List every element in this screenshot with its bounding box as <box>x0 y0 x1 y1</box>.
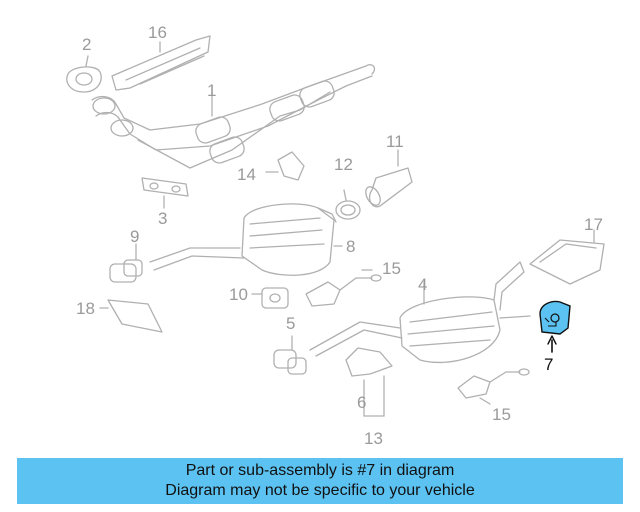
part-1-front-pipe <box>91 64 376 169</box>
part-18-heat-shield <box>99 299 163 333</box>
info-banner: Part or sub-assembly is #7 in diagram Di… <box>17 458 623 504</box>
callout-18: 18 <box>76 299 95 318</box>
callout-4: 4 <box>418 275 428 294</box>
callout-13: 13 <box>364 429 383 448</box>
callout-10: 10 <box>229 285 248 304</box>
part-6-bracket <box>345 347 393 417</box>
exhaust-parts-diagram: 2 16 1 11 14 12 3 9 8 17 15 4 10 18 5 7 … <box>66 23 605 448</box>
callout-6: 6 <box>357 393 367 412</box>
part-16-heat-shield <box>111 35 211 91</box>
callout-14: 14 <box>237 165 256 184</box>
callout-17: 17 <box>584 215 603 234</box>
part-15-lower-hanger <box>457 368 530 405</box>
callout-15-upper: 15 <box>382 259 401 278</box>
callout-2: 2 <box>82 35 92 54</box>
part-4-rear-muffler <box>309 261 531 364</box>
exhaust-system-illustration <box>66 35 605 417</box>
part-12-clamp <box>335 189 361 220</box>
part-10-hanger <box>251 287 289 309</box>
part-7-rubber-hanger <box>539 300 571 335</box>
banner-disclaimer-text: Diagram may not be specific to your vehi… <box>165 482 475 499</box>
callout-3: 3 <box>158 209 168 228</box>
part-2-gasket <box>66 55 102 93</box>
callout-8: 8 <box>346 237 356 256</box>
callout-12: 12 <box>334 155 353 174</box>
banner-part-text: Part or sub-assembly is #7 in diagram <box>185 462 455 479</box>
part-15-upper-hanger <box>305 269 382 307</box>
part-11-tail-tip <box>365 149 413 208</box>
part-9-hanger <box>109 243 143 283</box>
callout-9: 9 <box>130 227 140 246</box>
callout-11: 11 <box>386 132 404 151</box>
part-8-center-muffler <box>149 203 343 276</box>
callout-16: 16 <box>148 23 167 42</box>
part-5-hanger <box>273 335 307 375</box>
part-3-flange <box>141 177 189 209</box>
callout-7: 7 <box>544 355 554 374</box>
part-14-bracket <box>265 151 305 181</box>
callout-5: 5 <box>286 314 296 333</box>
callout-1: 1 <box>207 81 217 100</box>
part-17-heat-shield <box>529 229 605 285</box>
callout-15-lower: 15 <box>492 405 511 424</box>
